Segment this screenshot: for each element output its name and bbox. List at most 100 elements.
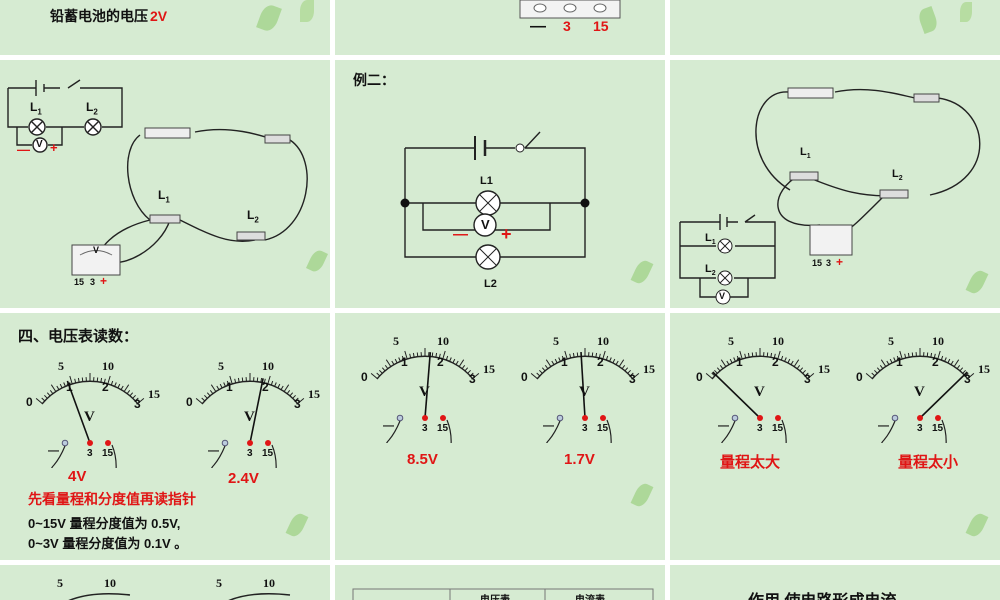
scale-10: 10 <box>932 334 944 348</box>
series-circuit-diagram <box>7 79 308 276</box>
scale-1: 1 <box>736 355 743 369</box>
terminal-minus: — <box>48 445 59 457</box>
scale-10: 10 <box>597 334 609 348</box>
table-header-ammeter: 电流表 <box>575 591 605 600</box>
terminal-15: 15 <box>593 18 609 34</box>
slide-12: 作用 使电路形成电流 <box>670 565 1000 600</box>
reading-value: 2.4V <box>228 470 259 487</box>
leaf-decoration <box>300 0 314 22</box>
voltmeter-symbol: V <box>719 291 726 301</box>
leaf-decoration <box>965 511 989 539</box>
terminal-3: 3 <box>917 423 923 434</box>
scale-10: 10 <box>437 334 449 348</box>
terminal-minus: — <box>878 420 889 432</box>
example-two-title: 例二： <box>353 72 395 88</box>
partial-dial-arcs <box>68 593 291 600</box>
dial-pointer <box>580 352 586 419</box>
minus-sign: — <box>453 226 468 243</box>
scale-5: 5 <box>728 334 734 348</box>
lamp-l1-schematic-label: L1 <box>705 232 716 247</box>
leaf-decoration <box>285 511 309 539</box>
unit-v: V <box>754 384 765 400</box>
voltmeter-dial: 5 10 15 0 1 2 3 V — 3 15 <box>345 323 505 443</box>
terminal-15: 15 <box>932 423 944 434</box>
unit-v: V <box>914 384 925 400</box>
dial-svg <box>705 348 815 443</box>
voltmeter-dial: 5 10 15 0 1 2 3 V — 3 15 <box>170 348 330 468</box>
dial-svg <box>530 348 640 443</box>
scale-5: 5 <box>216 576 222 590</box>
meter-terminal-plus: + <box>100 274 108 288</box>
plus-sign: + <box>50 140 58 155</box>
voltmeter-dial: 5 10 15 0 1 2 3 V — 3 15 <box>10 348 170 468</box>
terminal-3: 3 <box>422 423 428 434</box>
scale-0: 0 <box>696 370 703 384</box>
battery-voltage-text: 铅蓄电池的电压 <box>50 8 148 24</box>
scale-15: 15 <box>643 362 655 376</box>
section-title: 四、电压表读数： <box>18 328 139 345</box>
scale-10: 10 <box>262 359 274 373</box>
slide-10: 5 10 5 10 <box>0 565 330 600</box>
scale-10: 10 <box>102 359 114 373</box>
slide-4: L1 L2 V — + L1 L2 V 15 3 + <box>0 60 330 308</box>
slide-1: 铅蓄电池的电压 2V <box>0 0 330 55</box>
terminal-3: 3 <box>757 423 763 434</box>
meter-v-label: V <box>93 245 100 255</box>
scale-3: 3 <box>629 372 636 386</box>
scale-0: 0 <box>856 370 863 384</box>
scale-1: 1 <box>561 355 568 369</box>
reading-value: 1.7V <box>564 451 595 468</box>
leaf-decoration <box>960 2 972 22</box>
range-too-large: 量程太大 <box>720 454 781 471</box>
division-15v: 0~15V 量程分度值为 0.5V, <box>28 516 181 531</box>
leaf-decoration <box>916 5 940 35</box>
voltmeter-symbol: V <box>36 139 43 150</box>
scale-2: 2 <box>102 380 109 394</box>
terminal-15: 15 <box>102 448 114 459</box>
scale-5: 5 <box>57 576 63 590</box>
scale-2: 2 <box>597 355 604 369</box>
meter-terminal-3: 3 <box>90 277 96 287</box>
terminal-minus: — <box>208 445 219 457</box>
plus-sign: + <box>501 224 512 244</box>
scale-2: 2 <box>772 355 779 369</box>
reading-value: 8.5V <box>407 451 438 468</box>
dial-svg <box>865 348 975 443</box>
slide-9: 5 10 15 0 1 2 3 V — 3 15 5 10 15 0 1 2 3… <box>670 313 1000 560</box>
meter-terminal-plus: + <box>836 255 844 269</box>
scale-5: 5 <box>393 334 399 348</box>
dial-pointer <box>424 352 432 419</box>
parallel-circuit-diagram <box>400 131 590 270</box>
scale-1: 1 <box>896 355 903 369</box>
lamp-l2-label: L2 <box>484 278 497 290</box>
scale-1: 1 <box>226 380 233 394</box>
minus-sign: — <box>17 142 30 157</box>
lamp-l2-physical-label: L2 <box>892 168 903 183</box>
scale-5: 5 <box>218 359 224 373</box>
scale-0: 0 <box>186 395 193 409</box>
slide-8: 5 10 15 0 1 2 3 V — 3 15 5 10 15 0 1 2 3… <box>335 313 665 560</box>
terminal-minus: — <box>543 420 554 432</box>
meter-terminal-3: 3 <box>826 258 832 268</box>
terminal-15: 15 <box>772 423 784 434</box>
slide-5: 例二： L1 V — + L2 <box>335 60 665 308</box>
voltmeter-dial: 5 10 15 0 1 2 3 V — 3 15 <box>505 323 665 443</box>
unit-v: V <box>579 384 590 400</box>
terminal-3: 3 <box>87 448 93 459</box>
scale-3: 3 <box>964 372 971 386</box>
battery-voltage-value: 2V <box>150 8 168 24</box>
voltmeter-terminal-diagram <box>519 0 621 19</box>
scale-15: 15 <box>308 387 320 401</box>
slide-3 <box>670 0 1000 55</box>
dial-pointer <box>249 378 264 444</box>
terminal-15: 15 <box>262 448 274 459</box>
scale-3: 3 <box>134 397 141 411</box>
slide-6: L1 L2 L1 L2 V 15 3 + <box>670 60 1000 308</box>
scale-3: 3 <box>804 372 811 386</box>
scale-2: 2 <box>262 380 269 394</box>
leaf-decoration <box>630 481 654 509</box>
scale-5: 5 <box>553 334 559 348</box>
physical-and-schematic-circuit <box>679 87 981 305</box>
terminal-3: 3 <box>563 18 571 34</box>
slide-11: 电压表 电流表 <box>335 565 665 600</box>
